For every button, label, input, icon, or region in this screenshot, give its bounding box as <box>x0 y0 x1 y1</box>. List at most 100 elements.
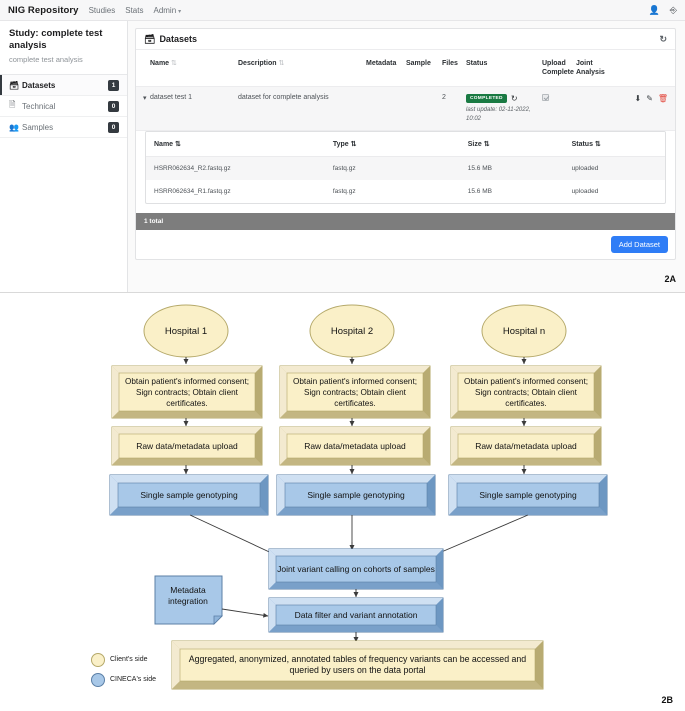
file-name: HSRR062634_R1.fastq.gz <box>154 188 231 195</box>
sort-icon: ⇅ <box>278 60 285 67</box>
consent-box-hospital-1 <box>111 365 263 419</box>
datasets-table: Name ⇅ Description ⇅ Metadata Sample Fil… <box>136 50 675 131</box>
table-row[interactable]: ▾ dataset test 1 dataset for complete an… <box>136 86 675 131</box>
genotyping-box-hospital-n <box>448 474 608 516</box>
file-size: 15.6 MB <box>467 188 492 195</box>
hospital-2-ellipse <box>309 304 395 358</box>
col-header-joint-analysis: Joint Analysis <box>576 60 605 76</box>
files-col-header-status[interactable]: Status ⇅ <box>571 132 665 157</box>
legend-label-client: Client's side <box>110 656 148 663</box>
sidebar-item-samples[interactable]: 👥 Samples 0 <box>0 117 127 138</box>
legend-label-cineca: CINECA's side <box>110 676 157 683</box>
file-status: uploaded <box>571 156 665 180</box>
panel-divider <box>0 292 685 293</box>
col-header-description[interactable]: Description ⇅ <box>238 60 285 67</box>
sort-icon: ⇅ <box>483 141 490 148</box>
cell-metadata <box>366 87 406 131</box>
nav-link-stats[interactable]: Stats <box>125 5 144 15</box>
consent-box-hospital-n <box>450 365 602 419</box>
col-header-files: Files <box>442 60 458 67</box>
logout-icon[interactable]: ⎆ <box>669 4 677 15</box>
files-card: Name ⇅ Type ⇅ Size ⇅ Status ⇅ HSRR062634… <box>145 131 666 204</box>
nav-link-admin[interactable]: Admin <box>153 6 181 15</box>
hospital-1-ellipse <box>143 304 229 358</box>
col-header-name[interactable]: Name ⇅ <box>150 60 177 67</box>
app-body: Study: complete test analysis complete t… <box>0 21 685 292</box>
cell-status: COMPLETED↻ last update: 02-11-2022, 10:0… <box>466 87 542 131</box>
study-subtitle: complete test analysis <box>9 55 83 64</box>
file-icon: 🗎 <box>9 100 16 109</box>
file-size: 15.6 MB <box>467 156 572 180</box>
last-update-text: last update: 02-11-2022, 10:02 <box>466 107 531 122</box>
download-icon[interactable]: ⬇ <box>634 94 642 103</box>
delete-icon[interactable]: 🗑 <box>657 94 668 103</box>
samples-icon: 👥 <box>9 122 19 132</box>
cell-joint-analysis <box>576 87 616 131</box>
genotyping-box-hospital-2 <box>276 474 436 516</box>
nav-link-studies[interactable]: Studies <box>88 5 116 15</box>
genotyping-box-hospital-1 <box>109 474 269 516</box>
status-refresh-icon[interactable]: ↻ <box>510 94 518 103</box>
top-navbar: NIG Repository Studies Stats Admin 👤 ⎆ <box>0 0 685 21</box>
main-content: 🗃 Datasets ↻ Name ⇅ <box>128 21 685 292</box>
edit-icon[interactable]: ✎ <box>646 94 653 103</box>
file-name: HSRR062634_R2.fastq.gz <box>146 156 333 180</box>
table-row[interactable]: HSRR062634_R1.fastq.gz fastq.gz 15.6 MB … <box>146 180 665 203</box>
col-header-sample: Sample <box>406 60 431 67</box>
upload-complete-checkbox[interactable] <box>542 94 549 101</box>
files-col-header-type[interactable]: Type ⇅ <box>332 132 468 157</box>
figure-label-2b: 2B <box>661 695 673 705</box>
upload-box-hospital-n <box>450 426 602 466</box>
datasets-card-footer: Add Dataset <box>136 230 675 259</box>
joint-variant-calling-box <box>268 548 444 590</box>
workflow-diagram: Hospital 1 Hospital 2 Hospital n Obtain … <box>0 294 685 711</box>
sidebar-badge-technical: 0 <box>108 100 119 112</box>
sort-icon: ⇅ <box>175 141 181 148</box>
hospital-n-ellipse <box>481 304 567 358</box>
app-brand[interactable]: NIG Repository <box>8 4 79 16</box>
expand-chevron-down-icon[interactable]: ▾ <box>143 95 147 102</box>
add-dataset-button[interactable]: Add Dataset <box>610 236 668 253</box>
table-row[interactable]: HSRR062634_R2.fastq.gz fastq.gz 15.6 MB … <box>146 156 665 180</box>
database-icon: 🗃 <box>144 33 156 44</box>
sort-icon: ⇅ <box>350 141 357 148</box>
upload-box-hospital-2 <box>279 426 431 466</box>
cell-dataset-description: dataset for complete analysis <box>238 94 329 101</box>
cell-dataset-name: dataset test 1 <box>150 94 193 101</box>
cell-upload-complete <box>542 87 576 131</box>
file-type: fastq.gz <box>332 188 356 195</box>
workflow-diagram-svg <box>91 304 608 690</box>
datasets-card-header: 🗃 Datasets ↻ <box>136 29 675 50</box>
aggregated-results-box <box>171 640 544 690</box>
expand-col-header <box>136 50 150 87</box>
col-header-upload-complete: Upload Complete <box>542 60 574 76</box>
files-col-header-name[interactable]: Name ⇅ <box>146 132 333 157</box>
consent-box-hospital-2 <box>279 365 431 419</box>
file-type: fastq.gz <box>332 156 468 180</box>
files-col-header-size[interactable]: Size ⇅ <box>467 132 572 157</box>
database-icon: 🗃 <box>9 80 20 90</box>
repository-app-screenshot: NIG Repository Studies Stats Admin 👤 ⎆ S… <box>0 0 685 292</box>
refresh-icon[interactable]: ↻ <box>659 33 667 44</box>
cell-row-actions: ⬇ ✎ 🗑 <box>616 87 675 131</box>
cell-files: 2 <box>442 94 446 101</box>
sidebar-item-datasets-label: Datasets <box>22 80 56 90</box>
files-section: Name ⇅ Type ⇅ Size ⇅ Status ⇅ HSRR062634… <box>136 131 675 204</box>
cell-sample <box>406 87 442 131</box>
legend-swatch-cineca <box>91 673 105 687</box>
metadata-integration-note <box>154 575 223 625</box>
files-table: Name ⇅ Type ⇅ Size ⇅ Status ⇅ HSRR062634… <box>146 132 665 203</box>
upload-box-hospital-1 <box>111 426 263 466</box>
sidebar-badge-samples: 0 <box>108 121 119 133</box>
datasets-panel-title: Datasets <box>159 34 197 44</box>
data-filter-box <box>268 597 444 633</box>
sidebar: Study: complete test analysis complete t… <box>0 21 128 292</box>
datasets-card: 🗃 Datasets ↻ Name ⇅ <box>135 28 676 260</box>
user-icon[interactable]: 👤 <box>648 4 660 15</box>
study-title: Study: complete test analysis <box>9 28 103 51</box>
sidebar-item-datasets[interactable]: 🗃 Datasets 1 <box>0 75 127 96</box>
total-count-bar: 1 total <box>136 213 675 230</box>
sidebar-item-technical[interactable]: 🗎 Technical 0 <box>0 96 127 117</box>
sort-icon: ⇅ <box>171 60 177 67</box>
sidebar-divider <box>0 74 127 75</box>
